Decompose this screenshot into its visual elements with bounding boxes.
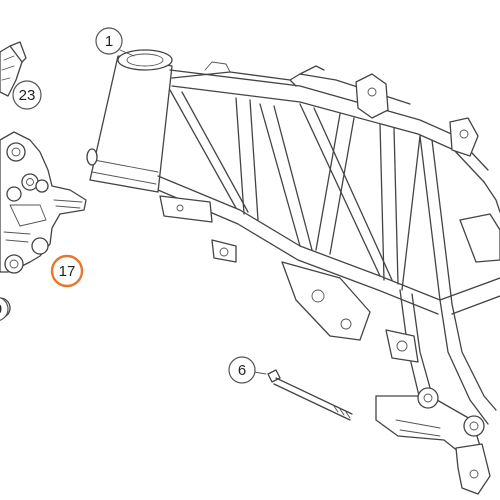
callout-17-label: 17	[59, 263, 76, 280]
callout-9-label: 9	[0, 301, 2, 318]
callout-6-label: 6	[238, 362, 246, 379]
upper-bracket-part[interactable]	[0, 41, 27, 97]
callout-6[interactable]: 6	[228, 356, 256, 384]
callout-9-partial[interactable]: 9	[0, 297, 9, 321]
callout-1[interactable]: 1	[95, 27, 123, 55]
callout-leader-1	[119, 49, 135, 57]
callout-1-label: 1	[105, 33, 113, 50]
footrest-bracket-assembly[interactable]	[0, 131, 87, 274]
bolt-part[interactable]	[267, 369, 353, 421]
callout-17-highlighted[interactable]: 17	[50, 254, 84, 288]
callout-23-label: 23	[19, 87, 36, 104]
motorcycle-frame[interactable]	[86, 49, 500, 495]
callout-23[interactable]: 23	[12, 80, 42, 110]
callout-leader-6	[253, 371, 267, 375]
